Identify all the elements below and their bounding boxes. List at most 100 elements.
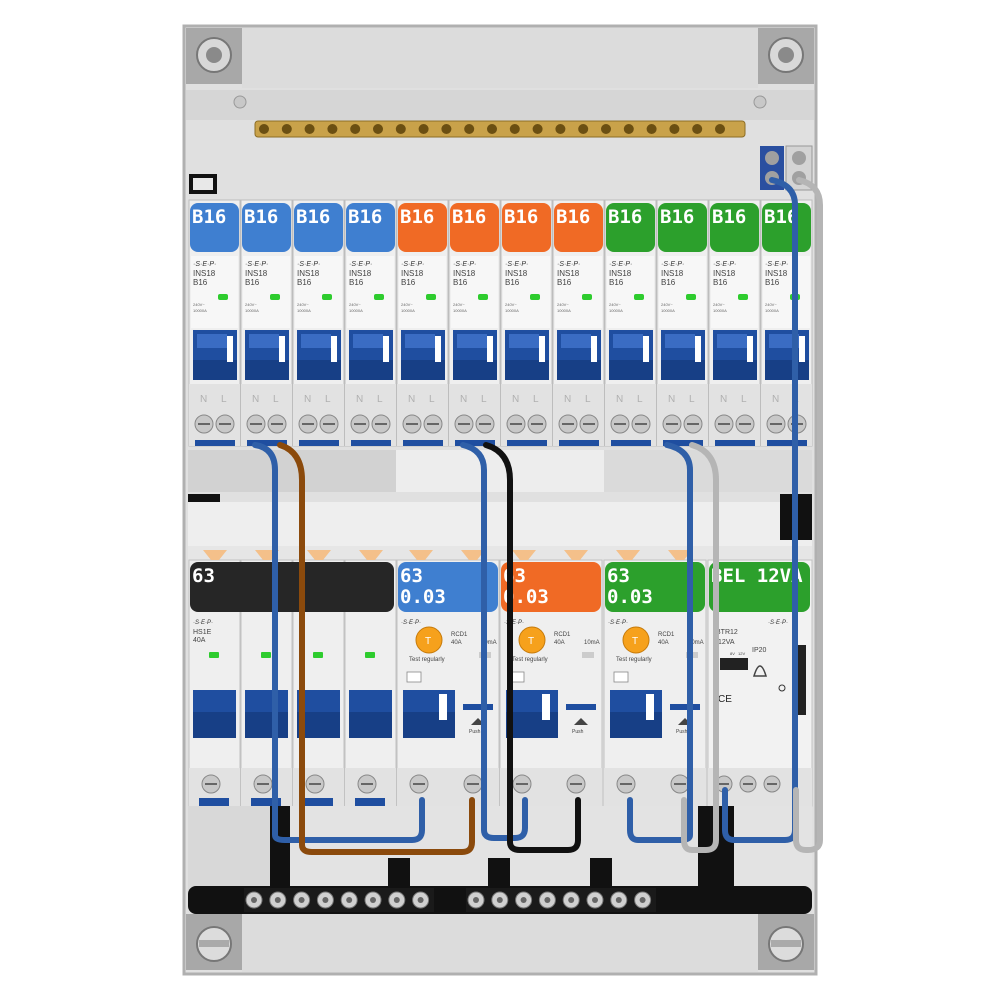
rating-text: B16: [349, 278, 364, 287]
terminal-n-label: N: [356, 394, 363, 405]
test-button[interactable]: [415, 626, 443, 654]
device-label-4: 630.03: [605, 562, 705, 612]
spec-text: 10000A: [765, 308, 779, 313]
test-button[interactable]: [622, 626, 650, 654]
top-cover: [242, 28, 758, 88]
spec-text: 10000A: [453, 308, 467, 313]
model-text: RCD1: [451, 632, 468, 638]
rating-text: B16: [557, 278, 572, 287]
rating-text: 12VA: [718, 639, 735, 646]
status-led: [313, 652, 323, 658]
test-button-label: T: [632, 636, 638, 647]
status-led: [365, 652, 375, 658]
corner-screw-bl: [186, 914, 242, 970]
test-button[interactable]: [518, 626, 546, 654]
terminal-l-label: L: [429, 394, 435, 405]
spec-text: 240V~: [297, 302, 309, 307]
spec-text: 240V~: [765, 302, 777, 307]
busbar-hole: [669, 124, 680, 134]
push-label: Push: [572, 729, 584, 735]
spec-text: 10000A: [349, 308, 363, 313]
mcb-rating-label: B16: [660, 206, 694, 228]
brand-logo: ·S·E·P·: [193, 261, 216, 268]
terminal-l-label: L: [741, 394, 747, 405]
busbar-hole: [532, 124, 543, 134]
busbar-hole: [578, 124, 589, 134]
busbar-hole: [623, 124, 634, 134]
model-text: INS18: [297, 269, 320, 278]
busbar-hole: [373, 124, 383, 134]
spec-text: 240V~: [713, 302, 725, 307]
rating-text: 40A: [658, 640, 669, 646]
rating-text: 40A: [193, 637, 206, 644]
corner-screw-br: [758, 914, 814, 970]
sensitivity-text: 10mA: [481, 640, 497, 646]
device-label-line2: 0.03: [607, 586, 653, 608]
voltage-12v: 12V: [738, 651, 745, 656]
wire-brown-1: [277, 442, 475, 855]
device-label-line1: 63: [503, 565, 526, 587]
model-text: INS18: [401, 269, 424, 278]
terminal-l-label: L: [221, 394, 227, 405]
device-label-2: 630.03: [398, 562, 498, 612]
terminal-l-label: L: [377, 394, 383, 405]
mcb-label-tag: [606, 203, 655, 252]
mcb-rating-label: B16: [764, 206, 798, 228]
spec-text: 240V~: [453, 302, 465, 307]
rating-text: 40A: [451, 640, 462, 646]
status-led: [634, 294, 644, 300]
status-led: [478, 294, 488, 300]
spec-text: 10000A: [401, 308, 415, 313]
device-label-line2: 0.03: [400, 586, 446, 608]
device-label-5: BEL 12VA: [709, 562, 810, 612]
device-label-line1: BEL 12VA: [711, 565, 803, 587]
test-regularly-text: Test regularly: [409, 657, 445, 663]
mcb-label-tag: [450, 203, 499, 252]
spec-text: 240V~: [245, 302, 257, 307]
rating-text: B16: [609, 278, 624, 287]
terminal-l-label: L: [585, 394, 591, 405]
terminal-l-label: L: [637, 394, 643, 405]
terminal-n-label: N: [564, 394, 571, 405]
mcb-label-tag: [710, 203, 759, 252]
model-text: INS18: [453, 269, 476, 278]
mcb-rating-label: B16: [244, 206, 278, 228]
wire-black-1: [483, 442, 581, 853]
busbar-hole: [692, 124, 703, 134]
voltage-8v: 8V: [730, 651, 735, 656]
brand-logo: ·S·E·P·: [297, 261, 320, 268]
brand-logo: ·S·E·P·: [661, 261, 684, 268]
wire-blue-4: [722, 177, 798, 843]
mcb-label-tag: [294, 203, 343, 252]
status-led: [218, 294, 228, 300]
brand-logo: ·S·E·P·: [505, 261, 528, 268]
ip-rating: IP20: [752, 647, 767, 654]
device-label-tag: [501, 562, 601, 612]
mcb-label-tag: [762, 203, 811, 252]
cable-channel-lower: [188, 502, 812, 546]
status-led: [261, 652, 271, 658]
spec-text: 240V~: [557, 302, 569, 307]
terminal-l-label: L: [481, 394, 487, 405]
brand-logo: ·S·E·P·: [504, 620, 524, 626]
rating-text: 40A: [554, 640, 565, 646]
brand-logo: ·S·E·P·: [245, 261, 268, 268]
mcb-rating-label: B16: [712, 206, 746, 228]
terminal-l-label: L: [533, 394, 539, 405]
device-label-1: 63: [190, 562, 394, 612]
terminal-l-label: L: [689, 394, 695, 405]
terminal-n-label: N: [512, 394, 519, 405]
model-text: INS18: [661, 269, 684, 278]
device-label-line1: 63: [607, 565, 630, 587]
status-led: [374, 294, 384, 300]
rating-text: B16: [661, 278, 676, 287]
busbar-hole: [327, 124, 338, 134]
device-label-tag: [398, 562, 498, 612]
brand-logo: ·S·E·P·: [193, 620, 213, 626]
